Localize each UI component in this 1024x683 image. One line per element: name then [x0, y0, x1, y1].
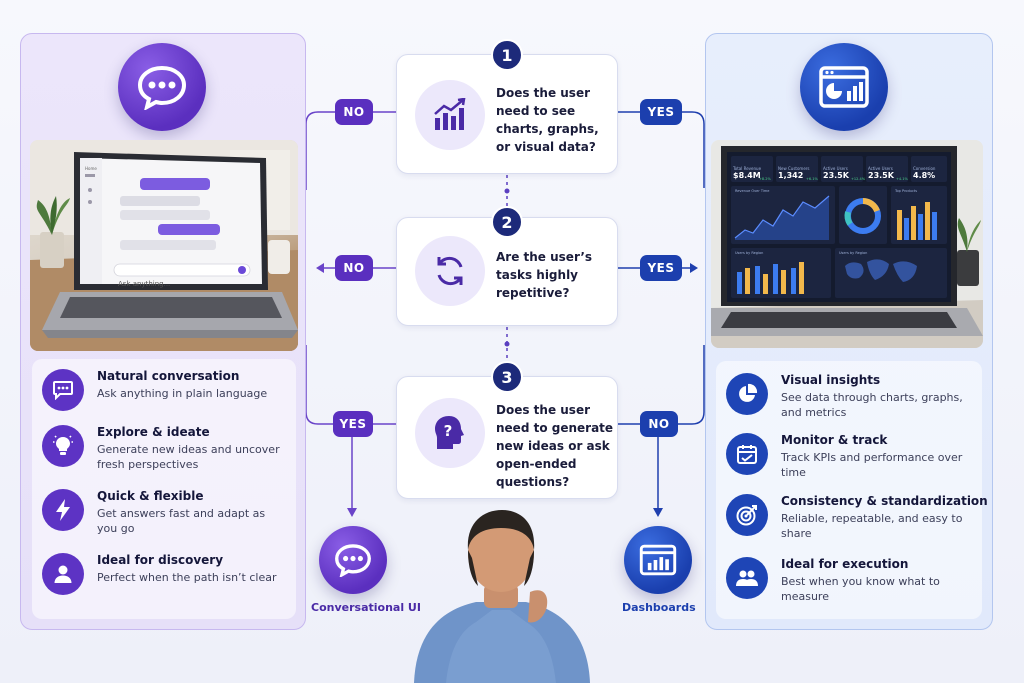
panel-title: Users by Region — [735, 251, 764, 255]
chat-bubble-icon — [118, 43, 206, 131]
question-text: Does the user need to see charts, graphs… — [496, 86, 599, 154]
head-question-icon: ? — [415, 398, 485, 468]
kpi-label: Conversion — [913, 166, 936, 171]
lightning-icon — [42, 489, 84, 531]
chat-icon — [42, 369, 84, 411]
feature-desc: Best when you know what to measure — [781, 575, 940, 603]
target-icon — [726, 494, 768, 536]
question-card-1: Does the user need to see charts, graphs… — [396, 54, 618, 174]
laptop-dashboard-photo — [711, 140, 983, 348]
feature-title: Quick & flexible — [97, 489, 204, 503]
feature-title: Consistency & standardization — [781, 494, 988, 508]
dashboard-window-icon — [800, 43, 888, 131]
kpi-label: Active Users — [868, 166, 893, 171]
feature-ideal-discovery: Ideal for discovery Perfect when the pat… — [42, 551, 292, 601]
question-text: Are the user’s tasks highly repetitive? — [496, 250, 593, 300]
feature-title: Natural conversation — [97, 369, 240, 383]
kpi-card: Active Users 23.5K +12.4% — [823, 166, 866, 181]
kpi-delta: +8.2% — [759, 177, 771, 181]
question-text: Does the user need to generate new ideas… — [496, 403, 614, 489]
kpi-delta: +12.4% — [851, 177, 866, 181]
person-thinking-illustration — [410, 506, 592, 683]
svg-text:?: ? — [444, 422, 453, 440]
q1-yes-label: YES — [640, 99, 682, 125]
feature-title: Explore & ideate — [97, 425, 210, 439]
kpi-value: 23.5K — [868, 171, 894, 180]
feature-title: Monitor & track — [781, 433, 888, 447]
q2-yes-label: YES — [640, 255, 682, 281]
feature-desc: Track KPIs and performance over time — [781, 451, 963, 479]
panel-title: Top Products — [895, 189, 918, 193]
q1-no-label: NO — [335, 99, 373, 125]
kpi-value: 23.5K — [823, 171, 849, 180]
chat-input-placeholder[interactable]: Ask anything... — [118, 280, 171, 288]
step-number: 3 — [491, 361, 523, 393]
laptop-chat-photo — [30, 140, 298, 351]
kpi-value: 1,342 — [778, 171, 804, 180]
feature-desc: Ask anything in plain language — [97, 387, 268, 400]
feature-explore-ideate: Explore & ideate Generate new ideas and … — [42, 423, 292, 473]
person-icon — [42, 553, 84, 595]
conversational-feature-list: Natural conversation Ask anything in pla… — [32, 359, 296, 619]
feature-consistency-standardization: Consistency & standardization Reliable, … — [726, 492, 988, 542]
kpi-card: Total Revenue $8.4M +8.2% — [733, 166, 775, 181]
chat-sidebar-label[interactable]: Home — [85, 166, 97, 171]
feature-quick-flexible: Quick & flexible Get answers fast and ad… — [42, 487, 292, 537]
feature-desc: Generate new ideas and uncover fresh per… — [97, 443, 280, 471]
feature-visual-insights: Visual insights See data through charts,… — [726, 371, 976, 421]
calendar-check-icon — [726, 433, 768, 475]
lightbulb-icon — [42, 425, 84, 467]
dashboard-feature-list: Visual insights See data through charts,… — [716, 361, 988, 619]
conversational-ui-outcome-icon — [319, 526, 387, 594]
q3-yes-label: YES — [333, 411, 373, 437]
chart-growth-icon — [415, 80, 485, 150]
dashboards-outcome-icon — [624, 526, 692, 594]
feature-ideal-execution: Ideal for execution Best when you know w… — [726, 555, 976, 605]
feature-title: Ideal for execution — [781, 557, 909, 571]
question-card-3: ? Does the user need to generate new ide… — [396, 376, 618, 499]
feature-desc: Reliable, repeatable, and easy to share — [781, 512, 963, 540]
kpi-label: Active Users — [823, 166, 848, 171]
panel-title: Revenue Over Time — [735, 189, 770, 193]
feature-title: Visual insights — [781, 373, 881, 387]
q2-no-label: NO — [335, 255, 373, 281]
dashboard-kpi-row: Total Revenue $8.4M +8.2% New Customers … — [733, 166, 953, 192]
repeat-cycle-icon — [415, 236, 485, 306]
kpi-value: $8.4M — [733, 171, 761, 180]
kpi-value: 4.8% — [913, 171, 936, 180]
team-icon — [726, 557, 768, 599]
kpi-card: Active Users 23.5K +4.1% — [868, 166, 910, 181]
feature-title: Ideal for discovery — [97, 553, 224, 567]
kpi-delta: +4.1% — [896, 177, 908, 181]
kpi-card: New Customers 1,342 +6.1% — [778, 166, 820, 181]
kpi-delta: +6.1% — [806, 177, 818, 181]
panel-title: Users by Region — [839, 251, 868, 255]
plant-left — [36, 196, 70, 268]
dashboards-label: Dashboards — [622, 601, 696, 614]
step-number: 2 — [491, 206, 523, 238]
pie-chart-icon — [726, 373, 768, 415]
kpi-label: Total Revenue — [733, 166, 762, 171]
feature-monitor-track: Monitor & track Track KPIs and performan… — [726, 431, 976, 481]
q3-no-label: NO — [640, 411, 678, 437]
kpi-card: Conversion 4.8% — [913, 166, 951, 180]
feature-desc: Perfect when the path isn’t clear — [97, 571, 277, 584]
feature-natural-conversation: Natural conversation Ask anything in pla… — [42, 367, 292, 417]
conversational-ui-label: Conversational UI — [311, 601, 421, 614]
kpi-label: New Customers — [778, 166, 810, 171]
plant-right — [957, 218, 981, 286]
step-number: 1 — [491, 39, 523, 71]
feature-desc: See data through charts, graphs, and met… — [781, 391, 963, 419]
feature-desc: Get answers fast and adapt as you go — [97, 507, 266, 535]
